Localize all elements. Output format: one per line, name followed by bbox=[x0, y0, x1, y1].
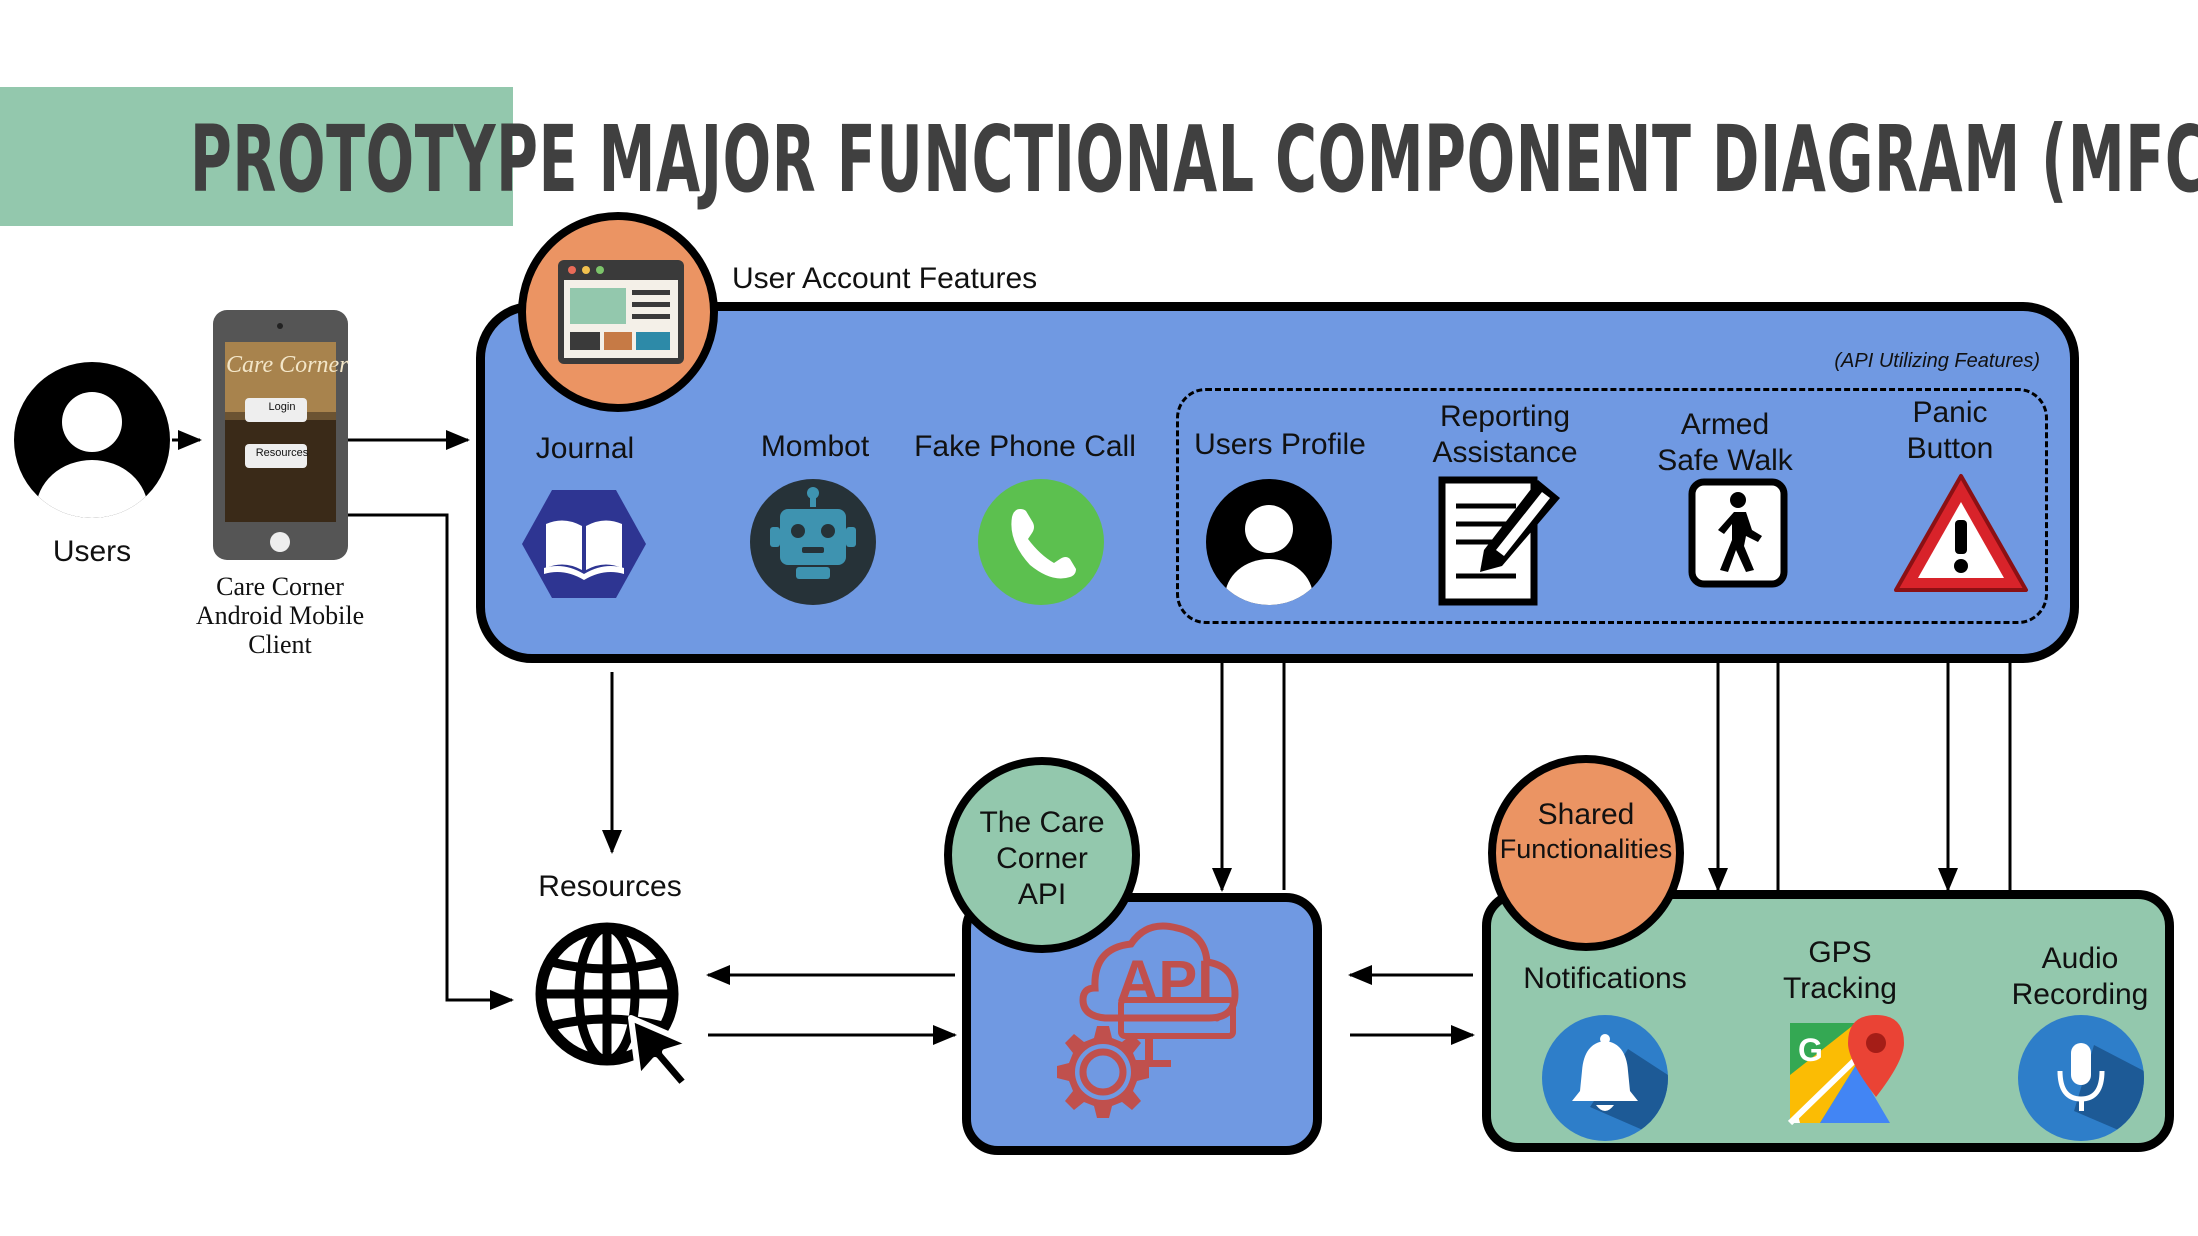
shared-badge-line2: Functionalities bbox=[1499, 834, 1673, 864]
users-label: Users bbox=[52, 535, 132, 568]
panic-label-line1: Panic bbox=[1912, 396, 1988, 429]
client-label-line3: Client bbox=[248, 630, 312, 659]
robot-icon bbox=[750, 479, 876, 605]
api-features-note: (API Utilizing Features) bbox=[1834, 350, 2040, 372]
phone-call-icon bbox=[978, 479, 1104, 605]
api-cloud-gear-icon bbox=[1057, 922, 1239, 1118]
shared-badge-line1: Shared bbox=[1537, 798, 1635, 831]
client-label-line1: Care Corner bbox=[216, 572, 344, 601]
svg-text:G: G bbox=[1798, 1032, 1823, 1068]
microphone-icon bbox=[2018, 1015, 2144, 1141]
journal-label: Journal bbox=[535, 432, 635, 465]
phone-resources-button: Resources bbox=[255, 447, 309, 459]
title-band bbox=[0, 87, 513, 226]
audio-label-line1: Audio bbox=[2041, 942, 2119, 975]
api-badge-line2: Corner bbox=[996, 842, 1088, 875]
reporting-label-line2: Assistance bbox=[1432, 436, 1578, 469]
user-profile-icon bbox=[1206, 479, 1332, 605]
warning-triangle-icon bbox=[1894, 474, 2028, 592]
google-maps-icon: G bbox=[1787, 1015, 1904, 1126]
api-badge bbox=[944, 757, 1140, 953]
android-phone-icon bbox=[213, 310, 348, 560]
users-profile-label: Users Profile bbox=[1194, 428, 1366, 461]
arrow-client-to-resources bbox=[345, 513, 514, 1010]
report-document-icon bbox=[1438, 476, 1560, 606]
walking-person-icon bbox=[1688, 478, 1788, 588]
globe-cursor-icon bbox=[535, 922, 694, 1091]
shared-badge bbox=[1488, 755, 1684, 951]
notifications-label: Notifications bbox=[1523, 962, 1687, 995]
api-utilizing-features-group bbox=[1176, 388, 2048, 624]
users-avatar-icon bbox=[14, 362, 170, 518]
resources-label: Resources bbox=[538, 870, 682, 903]
api-badge-line1: The Care bbox=[979, 806, 1105, 839]
book-icon bbox=[522, 490, 646, 598]
safe-walk-label-line1: Armed bbox=[1680, 408, 1770, 441]
audio-label-line2: Recording bbox=[2011, 978, 2149, 1011]
client-label-line2: Android Mobile bbox=[195, 601, 365, 630]
reporting-label-line1: Reporting bbox=[1439, 400, 1571, 433]
gps-label-line2: Tracking bbox=[1783, 972, 1897, 1005]
user-account-heading: User Account Features bbox=[732, 262, 1038, 295]
phone-login-button: Login bbox=[268, 401, 296, 413]
phone-screen-title: Care Corner bbox=[226, 352, 349, 378]
bell-icon bbox=[1542, 1015, 1668, 1141]
api-logo-text: API bbox=[1116, 949, 1214, 1014]
safe-walk-label-line2: Safe Walk bbox=[1657, 444, 1793, 477]
api-badge-line3: API bbox=[1017, 878, 1067, 911]
fake-phone-call-label: Fake Phone Call bbox=[914, 430, 1136, 463]
mombot-label: Mombot bbox=[760, 430, 870, 463]
panic-label-line2: Button bbox=[1906, 432, 1994, 465]
gps-label-line1: GPS bbox=[1808, 936, 1872, 969]
browser-window-icon bbox=[558, 260, 684, 364]
